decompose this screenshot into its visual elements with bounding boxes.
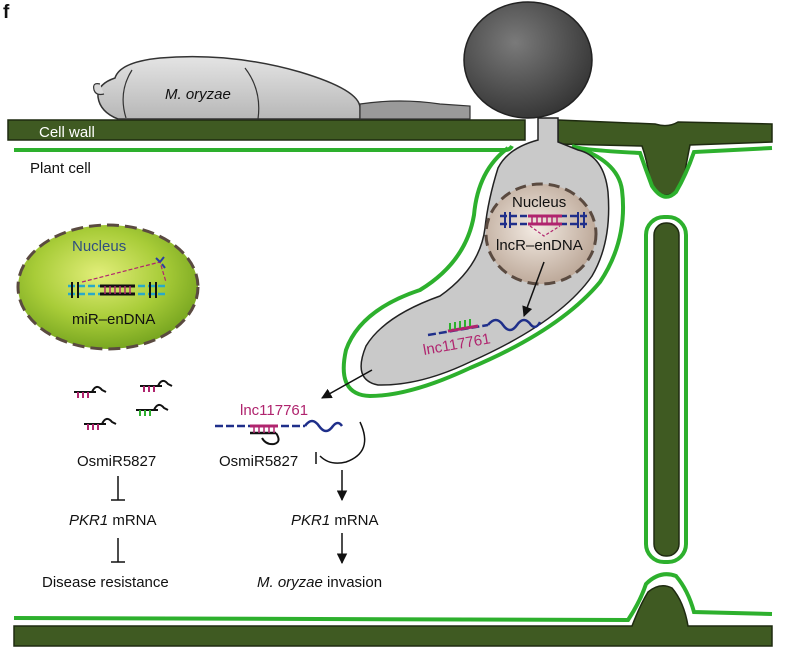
left-inhibit-2: [111, 538, 125, 563]
fungal-nucleus-label: Nucleus: [512, 194, 566, 211]
disease-resistance-label: Disease resistance: [42, 574, 169, 591]
invasion-suffix: invasion: [323, 574, 382, 591]
left-mirna-label: OsmiR5827: [77, 453, 156, 470]
extra-invasive-membrane: [341, 144, 626, 399]
vertical-cell-wall: [653, 222, 680, 557]
invasion-label: M. oryzae invasion: [257, 574, 382, 591]
lncr-endna-duplex-icon: [500, 212, 590, 237]
lnc-mir-duplex-icon: [215, 419, 344, 446]
plasma-membrane-top: [14, 144, 514, 152]
cell-wall-label: Cell wall: [39, 124, 95, 141]
right-pkr1-mrna-label: PKR1 mRNA: [291, 512, 379, 529]
mir-endna-duplex-icon: [68, 256, 167, 298]
right-mirna-label: OsmiR5827: [219, 453, 298, 470]
plant-nucleus-label: Nucleus: [72, 238, 126, 255]
right-pkr1-gene: PKR1: [291, 512, 330, 529]
lnc117761-cytoplasm-label: lnc117761: [240, 402, 308, 419]
bottom-plasma-membrane: [13, 572, 773, 623]
left-pkr1-gene: PKR1: [69, 512, 108, 529]
right-pkr1-suffix: mRNA: [330, 512, 378, 529]
plasma-membrane-right: [571, 144, 773, 199]
bottom-cell-wall: [13, 585, 773, 647]
left-pkr1-suffix: mRNA: [108, 512, 156, 529]
arrow-nucleus-to-lnc: [522, 261, 545, 317]
appressorium: [463, 1, 593, 119]
top-cell-wall: [7, 119, 526, 141]
fungus-spore: [93, 55, 471, 120]
fungus-label: M. oryzae: [165, 86, 231, 103]
fungal-nucleus: [484, 182, 598, 286]
panel-letter: f: [3, 2, 10, 23]
arrow-hypha-to-cytoplasm: [321, 369, 373, 399]
plant-cell-label: Plant cell: [30, 160, 91, 177]
left-pkr1-mrna-label: PKR1 mRNA: [69, 512, 157, 529]
invasion-species: M. oryzae: [257, 574, 323, 591]
mir-endna-label: miR–enDNA: [72, 311, 155, 328]
mirna-hairpins-icon: [74, 380, 173, 430]
curved-release-arrow: [319, 421, 366, 464]
lnc117761-hypha-icon: [427, 318, 542, 337]
left-inhibit-1: [111, 476, 125, 501]
lncr-endna-label: lncR–enDNA: [496, 237, 583, 254]
